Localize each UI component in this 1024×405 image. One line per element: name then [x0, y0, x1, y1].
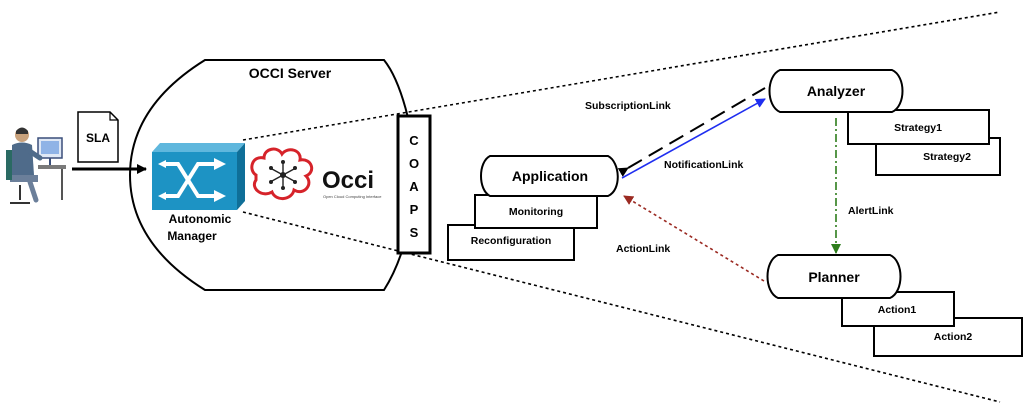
- occi-logo-wordmark: Occi: [322, 167, 374, 194]
- analyzer-title: Analyzer: [807, 83, 866, 99]
- sla-document: SLA: [77, 111, 119, 163]
- planner-title: Planner: [808, 269, 860, 285]
- analyzer-node: [768, 69, 904, 113]
- subscription-link-arrow: [617, 87, 766, 177]
- occi-logo: Occi Open Cloud Computing Interface: [250, 147, 382, 200]
- analyzer-component: Analyzer Strategy1 Strategy2: [768, 69, 1001, 176]
- coaps-letter-c: C: [409, 133, 419, 148]
- monitoring-label: Monitoring: [509, 206, 563, 218]
- planner-component: Planner Action1 Action2: [766, 254, 1023, 357]
- coaps-box: C O A P S: [396, 114, 432, 255]
- action-link-arrow: [623, 195, 765, 282]
- monitoring-box: [474, 194, 598, 229]
- subscription-link-label: SubscriptionLink: [585, 100, 671, 112]
- strategy2-label: Strategy2: [923, 151, 971, 163]
- occi-server-title: OCCI Server: [249, 65, 332, 81]
- action1-label: Action1: [878, 304, 917, 316]
- application-component: Application Monitoring Reconfiguration: [447, 155, 619, 261]
- coaps-letter-s: S: [410, 225, 419, 240]
- user-icon: [6, 127, 66, 204]
- application-node: [480, 155, 619, 197]
- action2-label: Action2: [934, 331, 973, 343]
- planner-node: [766, 254, 902, 299]
- reconfiguration-box: [447, 224, 575, 261]
- coaps-letter-p: P: [410, 202, 419, 217]
- sla-label: SLA: [86, 131, 110, 145]
- notification-link-arrow: [621, 98, 766, 179]
- alert-link-label: AlertLink: [848, 205, 894, 217]
- occi-logo-tagline: Open Cloud Computing Interface: [323, 194, 382, 199]
- strategy1-label: Strategy1: [894, 122, 942, 134]
- coaps-letter-a: A: [409, 179, 419, 194]
- coaps-letter-o: O: [409, 156, 419, 171]
- strategy1-box: [847, 109, 990, 145]
- autonomic-manager-icon: [152, 143, 245, 210]
- cone-top-line: [242, 11, 1001, 141]
- autonomic-manager-label-line1: Autonomic: [169, 212, 232, 226]
- autonomic-manager-label-line2: Manager: [167, 229, 217, 243]
- cone-bottom-line: [242, 211, 1001, 403]
- notification-link-label: NotificationLink: [664, 159, 743, 171]
- application-title: Application: [512, 168, 588, 184]
- action-link-label: ActionLink: [616, 243, 670, 255]
- reconfiguration-label: Reconfiguration: [471, 235, 552, 247]
